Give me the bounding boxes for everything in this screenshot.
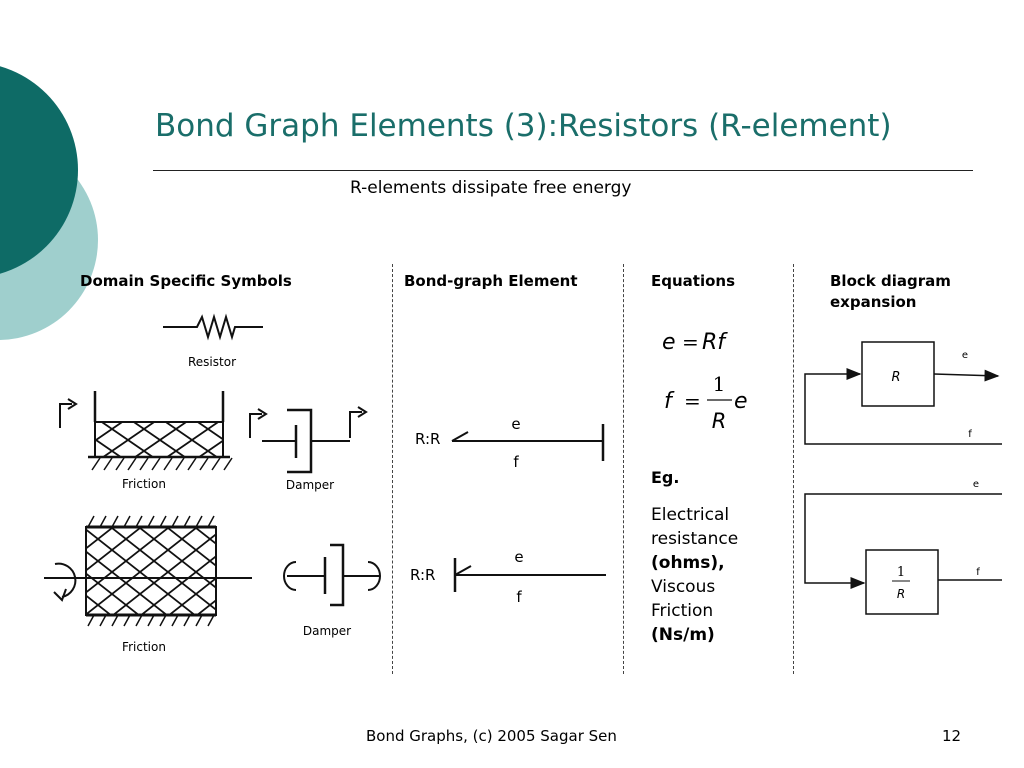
column-divider-3 — [793, 264, 794, 674]
block-top-label: R — [891, 370, 900, 385]
bond-flow-bottom: f — [516, 588, 522, 606]
equation-1-lhs: e — [662, 330, 676, 355]
equation-2-numerator: 1 — [713, 372, 726, 396]
title-divider — [153, 170, 973, 171]
block-diagram-top — [804, 341, 1002, 445]
column-heading-domain-symbols: Domain Specific Symbols — [80, 272, 292, 290]
damper-translational-symbol — [249, 406, 368, 474]
example-line-4: Viscous — [651, 577, 716, 597]
column-divider-2 — [623, 264, 624, 674]
column-heading-block-diagram: Block diagram expansion — [830, 272, 951, 311]
example-line-3: (ohms), — [651, 553, 725, 573]
friction-translational-symbol — [59, 391, 233, 471]
example-line-6: (Ns/m) — [651, 625, 715, 645]
equation-2-lhs: f — [664, 389, 675, 414]
bond-graph-element-top — [451, 424, 605, 461]
resistor-label: Resistor — [188, 355, 236, 369]
block-top-in-label: f — [968, 429, 972, 440]
damper-translational-label: Damper — [286, 478, 334, 492]
example-line-1: Electrical — [651, 505, 730, 525]
bond-graph-element-bottom — [453, 558, 606, 592]
example-line-2: resistance — [651, 529, 739, 549]
example-text: Electrical resistance (ohms), Viscous Fr… — [651, 503, 776, 647]
friction-rotational-label: Friction — [122, 640, 166, 654]
equation-2-variable: e — [734, 389, 748, 414]
block-diagram-bottom — [804, 493, 1002, 615]
friction-translational-label: Friction — [122, 477, 166, 491]
block-bottom-denominator: R — [897, 587, 905, 601]
equation-2-equals: = — [684, 389, 701, 413]
equation-1-equals: = — [682, 330, 699, 354]
block-bottom-out-label: f — [976, 567, 980, 578]
slide-subtitle: R-elements dissipate free energy — [350, 178, 632, 198]
slide-title: Bond Graph Elements (3):Resistors (R-ele… — [155, 108, 892, 144]
bond-element-label-bottom: R:R — [410, 566, 435, 584]
column-heading-bond-graph: Bond-graph Element — [404, 272, 578, 290]
equation-1-rhs: Rf — [702, 330, 728, 355]
damper-rotational-symbol — [283, 543, 381, 607]
example-heading: Eg. — [651, 468, 680, 487]
footer-text: Bond Graphs, (c) 2005 Sagar Sen — [366, 727, 617, 745]
bond-element-label-top: R:R — [415, 430, 440, 448]
column-heading-equations: Equations — [651, 272, 736, 290]
block-bottom-in-label: e — [973, 479, 979, 490]
decorative-circles — [0, 66, 98, 340]
example-line-5: Friction — [651, 601, 714, 621]
damper-rotational-label: Damper — [303, 624, 351, 638]
block-bottom-numerator: 1 — [897, 565, 905, 580]
bond-flow-top: f — [513, 453, 519, 471]
page-number: 12 — [942, 727, 962, 745]
column-divider-1 — [392, 264, 393, 674]
bond-effort-top: e — [511, 415, 520, 433]
resistor-symbol — [163, 313, 263, 341]
friction-rotational-symbol — [44, 515, 252, 627]
equation-2-denominator: R — [712, 409, 727, 433]
block-top-out-label: e — [962, 350, 968, 361]
bond-effort-bottom: e — [514, 548, 523, 566]
